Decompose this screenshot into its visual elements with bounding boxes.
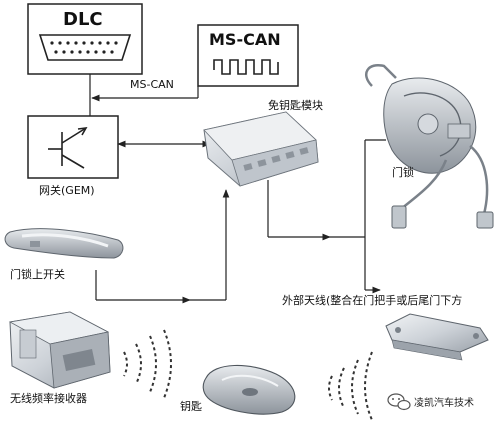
door-lock-label: 门锁: [392, 166, 414, 179]
connection-lines: [89, 74, 386, 304]
key-fob-device: [202, 364, 296, 415]
radio-waves-left: [123, 329, 172, 399]
door-handle-switch-label: 门锁上开关: [10, 268, 65, 281]
external-antenna-label: 外部天线(整合在门把手或后尾门下方: [282, 294, 463, 307]
rf-receiver-label: 无线频率接收器: [10, 392, 87, 405]
radio-waves-right: [328, 351, 373, 421]
mscan-box: [197, 24, 299, 87]
bus-label: MS-CAN: [130, 78, 174, 91]
rf-receiver-device: [8, 311, 111, 389]
keyless-module-device: [203, 111, 319, 187]
obd-connector-icon: [38, 34, 132, 61]
keyless-module-label: 免钥匙模块: [268, 99, 323, 112]
dlc-box: [27, 3, 143, 75]
door-handle-device: [4, 228, 124, 259]
mscan-title: MS-CAN: [209, 30, 281, 49]
wechat-icon: [387, 393, 411, 411]
square-wave-icon: [213, 59, 279, 75]
door-lock-device: [365, 63, 494, 229]
key-fob-label: 钥匙: [180, 400, 202, 413]
watermark-text: 凌凯汽车技术: [414, 398, 474, 409]
transistor-icon: [48, 127, 88, 169]
gateway-box: [27, 115, 119, 179]
dlc-title: DLC: [63, 9, 103, 30]
external-antenna-device: [385, 313, 489, 361]
gateway-label: 网关(GEM): [39, 184, 95, 197]
